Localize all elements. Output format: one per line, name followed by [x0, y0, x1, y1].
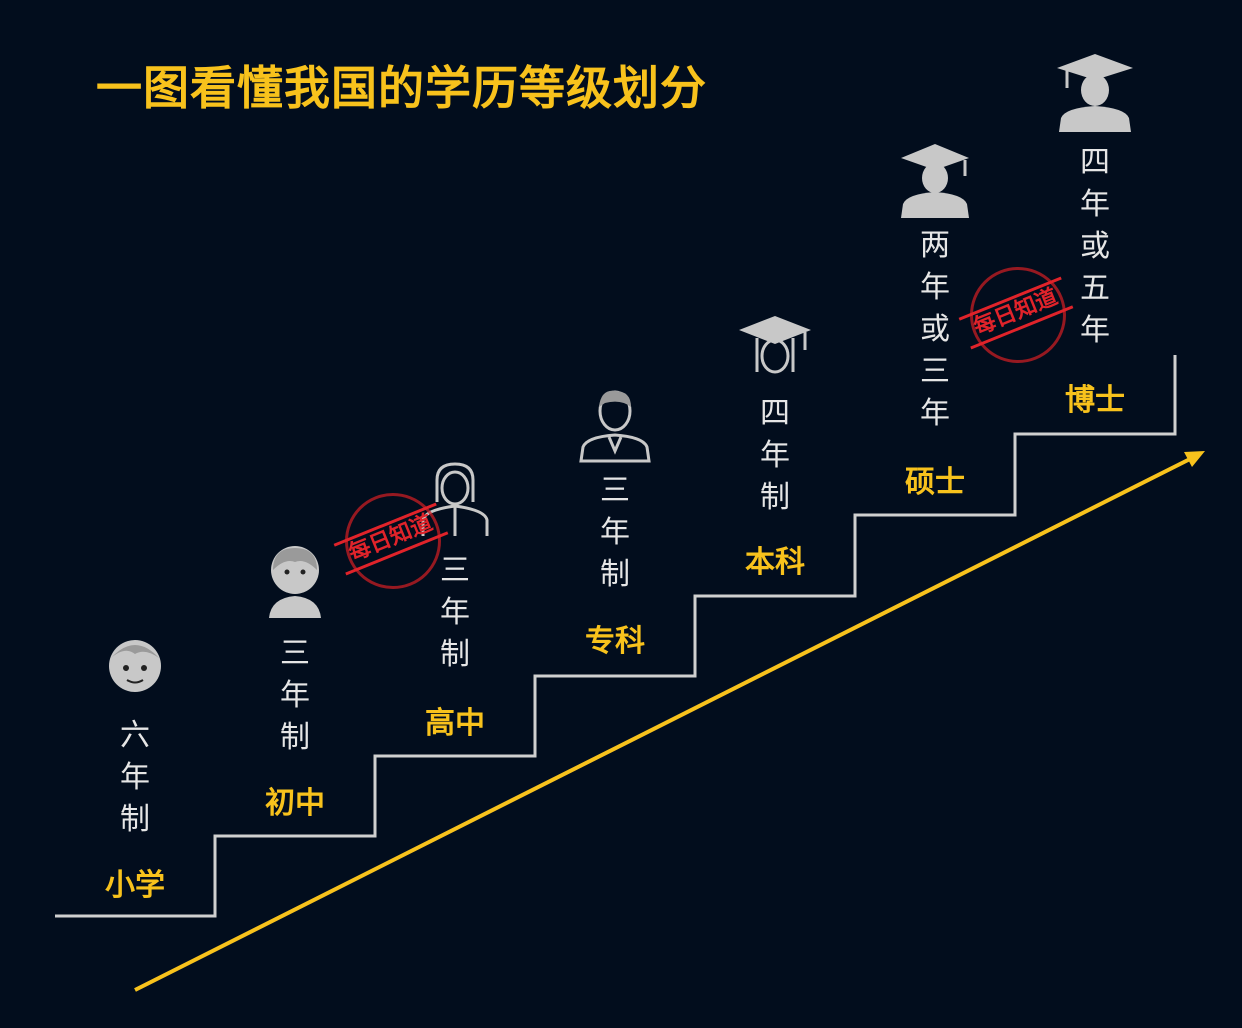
doctor-graduate-icon	[1055, 52, 1135, 132]
duration-char: 年	[920, 270, 950, 305]
duration-char: 制	[120, 802, 150, 837]
duration-char: 年	[440, 595, 470, 630]
growth-arrow-head	[1184, 451, 1205, 467]
child-icon	[95, 628, 175, 708]
duration-char: 四	[1080, 145, 1110, 180]
level-name: 小学	[105, 868, 165, 903]
staircase-line	[55, 355, 1177, 918]
level-duration: 三年制	[585, 470, 645, 596]
duration-char: 三	[440, 553, 470, 588]
graduate-icon	[895, 140, 975, 220]
page-title: 一图看懂我国的学历等级划分	[96, 61, 707, 115]
level-name: 专科	[585, 624, 645, 659]
duration-char: 三	[920, 354, 950, 389]
duration-char: 年	[760, 438, 790, 473]
level-duration: 四年或五年	[1065, 142, 1125, 352]
duration-char: 制	[440, 637, 470, 672]
level-name: 初中	[265, 786, 325, 821]
graduate-woman-icon	[735, 312, 815, 392]
duration-char: 三	[600, 473, 630, 508]
duration-char: 五	[1080, 271, 1110, 306]
duration-char: 年	[120, 760, 150, 795]
level-name: 博士	[1065, 383, 1125, 418]
duration-char: 或	[920, 312, 950, 347]
watermark-stamp: 每日知道	[958, 267, 1074, 363]
teen-icon	[255, 540, 335, 620]
duration-char: 年	[280, 678, 310, 713]
level-duration: 两年或三年	[905, 225, 965, 435]
duration-char: 两	[920, 228, 950, 263]
duration-char: 或	[1080, 229, 1110, 264]
growth-arrow-line	[134, 456, 1193, 992]
man-suit-icon	[575, 385, 655, 465]
level-name: 高中	[425, 706, 485, 741]
duration-char: 年	[1080, 187, 1110, 222]
level-duration: 六年制	[105, 715, 165, 841]
duration-char: 制	[280, 720, 310, 755]
duration-char: 年	[920, 396, 950, 431]
level-name: 硕士	[905, 465, 965, 500]
level-duration: 三年制	[425, 550, 485, 676]
level-duration: 四年制	[745, 393, 805, 519]
duration-char: 四	[760, 396, 790, 431]
level-duration: 三年制	[265, 633, 325, 759]
duration-char: 六	[120, 718, 150, 753]
level-name: 本科	[745, 545, 805, 580]
duration-char: 年	[1080, 313, 1110, 348]
duration-char: 制	[760, 480, 790, 515]
duration-char: 年	[600, 515, 630, 550]
duration-char: 三	[280, 636, 310, 671]
duration-char: 制	[600, 557, 630, 592]
watermark-stamp: 每日知道	[333, 493, 449, 589]
